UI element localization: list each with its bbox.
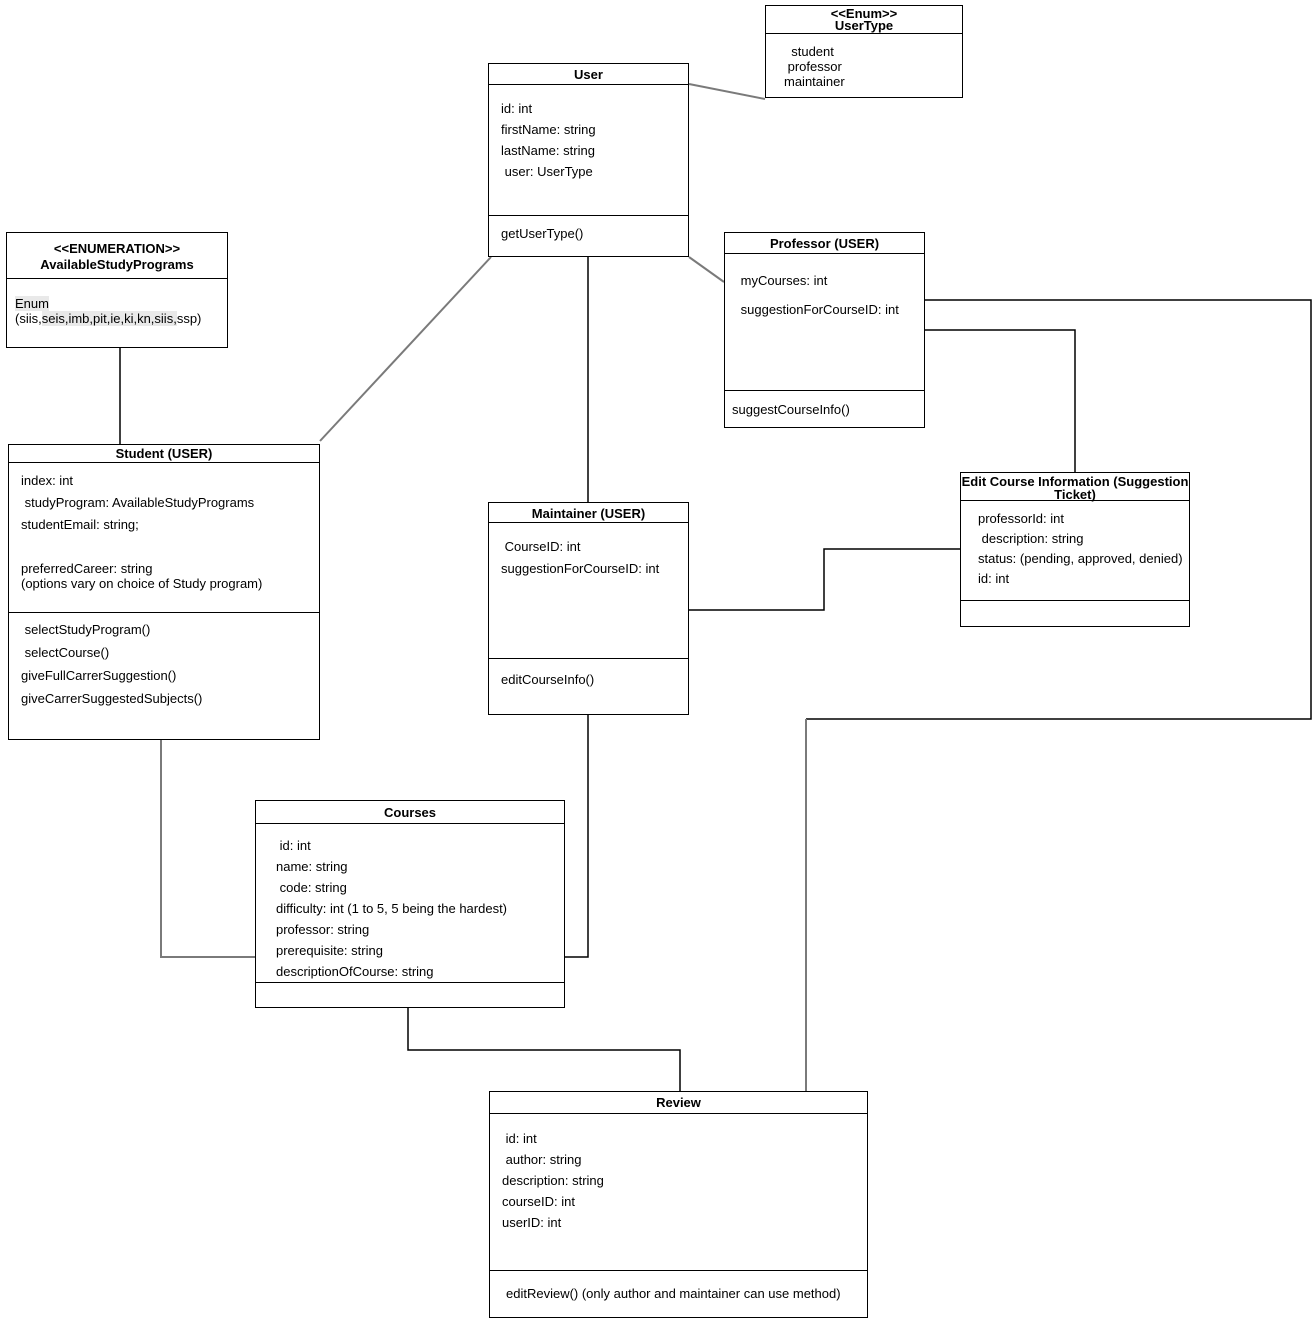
connector-user-professor [688,256,725,283]
class-student-attributes: index: int studyProgram: AvailableStudyP… [9,463,319,613]
connector-professor-editcourse [925,329,1076,472]
connector-courses-review [407,1008,681,1091]
method-line: giveFullCarrerSuggestion() [21,668,177,683]
class-courses-title: Courses [256,801,564,824]
attribute-line: firstName: string [501,122,596,137]
connector-student-courses [160,740,255,958]
class-user[interactable]: User id: int firstName: string lastName: s… [488,63,689,257]
class-professor-attributes: myCourses: int suggestionForCourseID: in… [725,254,924,391]
class-professor[interactable]: Professor (USER) myCourses: int suggesti… [724,232,925,428]
attribute-line: id: int [978,571,1010,586]
enum-values-line: Enum (siis,seis,imb,pit,ie,ki,kn,siis,ss… [15,296,221,326]
class-review-methods: editReview() (only author and maintainer… [490,1271,867,1317]
attribute-line: index: int [21,473,74,488]
connector-user-student [319,256,492,442]
attribute-line: description: string [502,1173,604,1188]
attribute-line: professorId: int [978,511,1064,526]
attribute-line: description: string [978,531,1084,546]
class-review-attributes: id: int author: string description: strin… [490,1114,867,1271]
class-courses[interactable]: Courses id: int name: string code: string… [255,800,565,1008]
class-editcourseinfo-methods [961,601,1189,626]
class-editcourseinfo-title: Edit Course Information (Suggestion Tick… [961,474,1189,502]
method-line: suggestCourseInfo() [732,402,850,417]
connector-professor-review-main [806,299,1312,720]
class-user-attributes: id: int firstName: string lastName: string… [489,85,688,216]
class-user-title: User [489,64,688,85]
attribute-line: code: string [276,880,347,895]
class-usertype-title: <<Enum>> UserType [766,6,962,34]
class-user-methods: getUserType() [489,216,688,256]
class-maintainer-title: Maintainer (USER) [489,503,688,523]
attribute-line: userID: int [502,1215,562,1230]
attribute-line: id: int [501,101,533,116]
enum-value-line: maintainer [784,74,845,89]
attribute-line: user: UserType [501,164,593,179]
method-line: selectCourse() [21,645,110,660]
attribute-line: preferredCareer: string (options vary on… [21,561,263,591]
enum-text-part3: seis,imb,pit,ie,ki,kn,siis, [41,311,177,326]
method-line: getUserType() [501,226,584,241]
attribute-line: difficulty: int (1 to 5, 5 being the har… [276,901,508,916]
class-professor-title: Professor (USER) [725,233,924,254]
class-review-title: Review [490,1092,867,1114]
attribute-line: id: int [502,1131,537,1146]
class-availablestudyprograms-title: <<ENUMERATION>> AvailableStudyPrograms [7,233,227,279]
attribute-line: status: (pending, approved, denied) [978,551,1183,566]
attribute-line: descriptionOfCourse: string [276,964,434,979]
attribute-line: myCourses: int [737,273,828,288]
connector-user-usertype [688,83,766,100]
enum-value-line: student [784,44,834,59]
attribute-line: name: string [276,859,348,874]
class-courses-methods [256,983,564,1007]
method-line: editCourseInfo() [501,672,595,687]
enum-value-line: professor [784,59,842,74]
class-maintainer-attributes: CourseID: int suggestionForCourseID: int [489,523,688,659]
method-line: giveCarrerSuggestedSubjects() [21,691,203,706]
class-editcourseinfo[interactable]: Edit Course Information (Suggestion Tick… [960,472,1190,627]
class-availablestudyprograms-body: Enum (siis,seis,imb,pit,ie,ki,kn,siis,ss… [7,279,227,333]
enum-text-part2: (siis, [15,296,53,326]
attribute-line: suggestionForCourseID: int [737,302,899,317]
attribute-line: courseID: int [502,1194,575,1209]
attribute-line: id: int [276,838,311,853]
class-editcourseinfo-attributes: professorId: int description: string stat… [961,501,1189,601]
enum-text-part4: ssp) [176,311,202,326]
attribute-line: studentEmail: string; [21,517,139,532]
attribute-line: studyProgram: AvailableStudyPrograms [21,495,255,510]
class-review[interactable]: Review id: int author: string description… [489,1091,868,1318]
attribute-line: prerequisite: string [276,943,383,958]
attribute-line: author: string [502,1152,582,1167]
attribute-line: suggestionForCourseID: int [501,561,660,576]
attribute-line [21,539,313,554]
attribute-line: professor: string [276,922,370,937]
class-maintainer[interactable]: Maintainer (USER) CourseID: int suggestio… [488,502,689,715]
method-line: editReview() (only author and maintainer… [506,1286,841,1301]
class-availablestudyprograms[interactable]: <<ENUMERATION>> AvailableStudyPrograms E… [6,232,228,348]
attribute-line: lastName: string [501,143,595,158]
connector-maintainer-editcourse [689,548,960,611]
connector-maintainer-courses [565,715,589,958]
enum-text-part1: Enum [15,296,49,311]
class-student-title: Student (USER) [9,445,319,463]
class-student[interactable]: Student (USER) index: int studyProgram: … [8,444,320,740]
class-student-methods: selectStudyProgram() selectCourse() giveF… [9,613,319,739]
method-line: selectStudyProgram() [21,622,151,637]
class-maintainer-methods: editCourseInfo() [489,659,688,714]
class-professor-methods: suggestCourseInfo() [725,391,924,427]
attribute-line: CourseID: int [501,539,581,554]
class-courses-attributes: id: int name: string code: string difficul… [256,824,564,983]
